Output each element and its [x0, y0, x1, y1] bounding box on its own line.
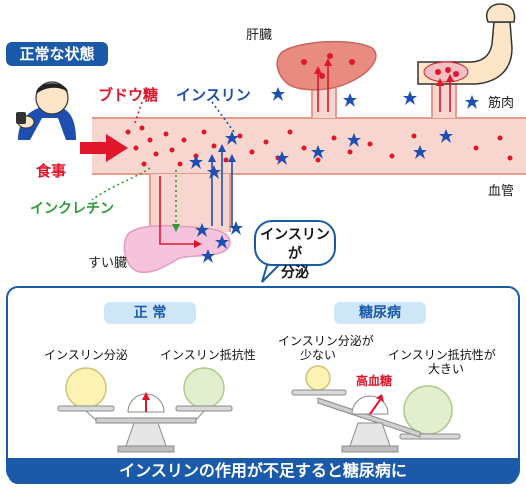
- insulin-molecules: [189, 87, 479, 263]
- conclusion-banner: インスリンの作用が不足すると糖尿病に: [8, 458, 518, 484]
- normal-panel-title: 正 常: [104, 302, 196, 324]
- arm-icon: [417, 3, 516, 85]
- normal-resistance-label: インスリン抵抗性: [160, 348, 256, 362]
- diabetes-resistance-label-1: インスリン抵抗性が: [388, 348, 496, 362]
- gauge-icon: [127, 392, 165, 413]
- bubble-line-1: インスリンが: [260, 227, 330, 262]
- insulin-up-arrows: [208, 144, 236, 226]
- hyperglycemia-label: 高血糖: [356, 374, 393, 388]
- uptake-arrows: [314, 58, 454, 112]
- meal-label: 食事: [36, 162, 67, 180]
- incretin-label: インクレチン: [30, 201, 114, 217]
- bubble-line-2: 分泌: [281, 265, 309, 281]
- vessel-label: 血管: [488, 184, 515, 199]
- incretin-arrowhead: [172, 224, 180, 232]
- person-eating-icon: [16, 81, 76, 140]
- normal-secretion-label: インスリン分泌: [44, 348, 128, 362]
- scale-icon: [57, 367, 233, 453]
- diabetes-resistance-label-2: 大きい: [428, 362, 465, 376]
- diabetes-secretion-label-1: インスリン分泌が: [278, 334, 374, 348]
- insulin-label-lines: [211, 101, 235, 133]
- incretin-lines: [91, 167, 177, 226]
- meal-arrow: [80, 134, 128, 162]
- insulin-label: インスリン: [176, 86, 251, 104]
- glucose-label-lines: [133, 101, 143, 127]
- diabetes-secretion-label-2: 少ない: [300, 348, 337, 362]
- blood-vessel: [92, 84, 526, 232]
- scale-icon-diabetes: [291, 365, 461, 453]
- normal-state-badge: 正常な状態: [6, 42, 108, 66]
- insulin-secretion-bubble: インスリンが 分泌: [254, 220, 336, 281]
- glucose-label: ブドウ糖: [98, 86, 159, 104]
- physiology-diagram: [16, 3, 526, 283]
- glucose-to-pancreas-arrow: [159, 176, 202, 248]
- diabetes-panel-title: 糖尿病: [334, 302, 426, 324]
- pancreas-label: すい臓: [88, 256, 128, 271]
- liver-label: 肝臓: [246, 28, 273, 43]
- muscle-label: 筋肉: [488, 96, 515, 111]
